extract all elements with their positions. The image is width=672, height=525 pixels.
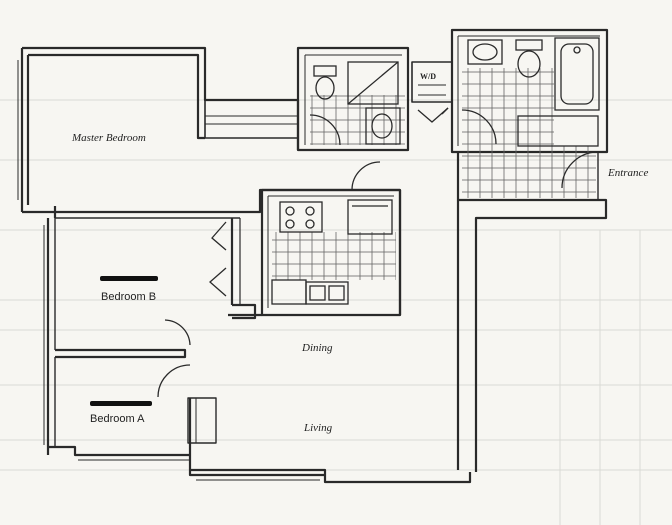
sink-icon <box>365 107 401 145</box>
master-closet <box>204 99 299 139</box>
window-marks <box>17 60 320 481</box>
master-bath-door-swing <box>309 114 341 146</box>
toilet-icon <box>313 65 337 100</box>
redaction-scribble <box>90 401 152 406</box>
background-ghost-lines <box>0 99 672 525</box>
room-label-dining: Dining <box>302 342 333 354</box>
bifold-door-icon <box>209 267 227 297</box>
master-bedroom-walls <box>22 46 300 150</box>
entrance-door-swing <box>561 151 599 189</box>
sink-icon <box>467 39 503 65</box>
toilet-icon <box>515 39 543 78</box>
shower-icon <box>347 61 399 105</box>
room-label-bedroom-a: Bedroom A <box>90 413 145 425</box>
room-label-washer-dryer: W/D <box>420 72 436 81</box>
second-bath-door-swing <box>461 109 497 145</box>
kitchen-sink-icon <box>305 281 349 305</box>
master-bath <box>296 46 410 152</box>
redaction-scribble <box>100 276 158 281</box>
stove-icon <box>279 201 323 233</box>
room-label-bedroom-b: Bedroom B <box>101 291 157 303</box>
tile-floors <box>272 68 596 280</box>
refrigerator-icon <box>347 199 393 235</box>
room-label-living: Living <box>304 422 333 434</box>
bedroom-a-door-swing <box>157 364 191 398</box>
bedroom-b-door-swing <box>164 319 191 346</box>
room-label-entrance: Entrance <box>608 167 649 179</box>
room-label-master-bedroom: Master Bedroom <box>72 132 146 144</box>
bifold-door-icon <box>211 221 227 251</box>
bathtub-icon <box>554 37 600 111</box>
washer-dryer-arrow-icon <box>417 107 449 123</box>
kitchen-door-swing <box>351 161 381 191</box>
washer-dryer-closet <box>411 61 453 103</box>
